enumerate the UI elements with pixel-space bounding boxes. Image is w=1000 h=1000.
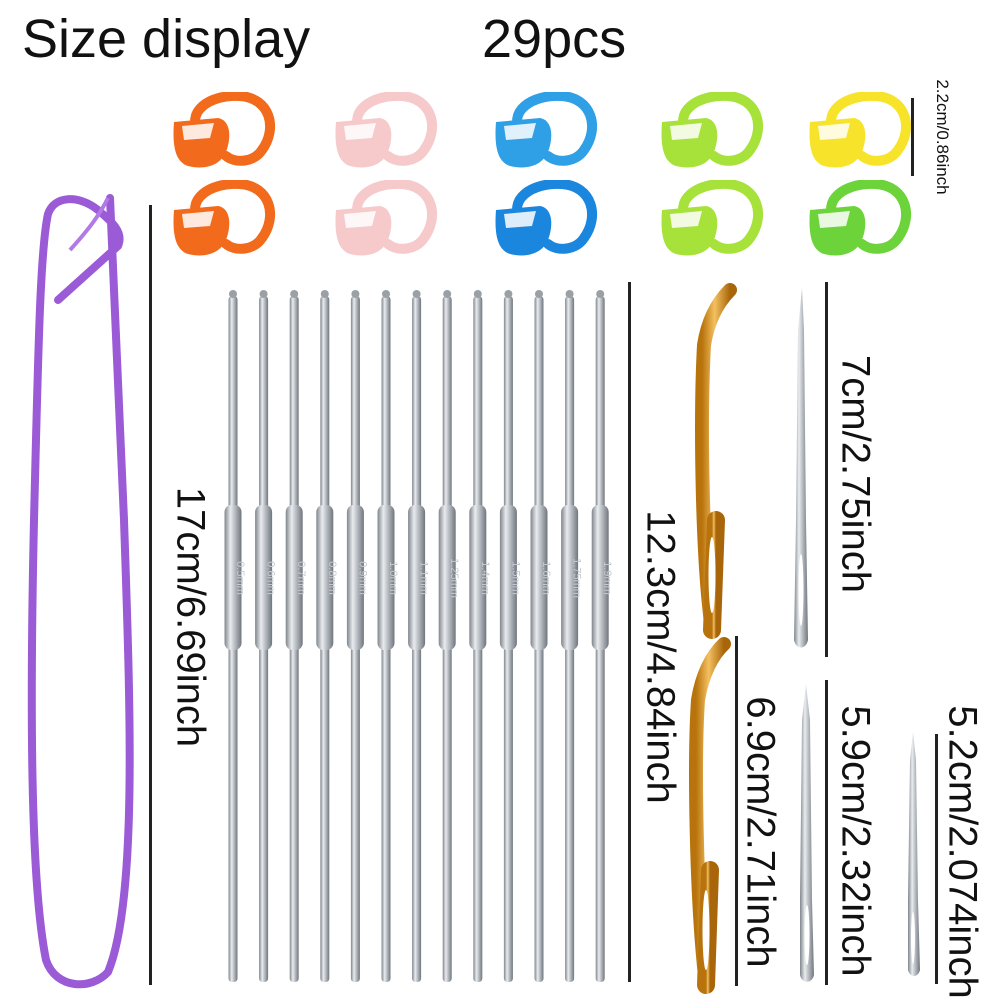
crochet-hook: 1.1mm — [408, 290, 430, 982]
stitch-marker — [174, 96, 271, 168]
needle-medium-dimension-line — [825, 680, 828, 985]
marker-size-label: 2.2cm/0.86inch — [933, 79, 952, 195]
crochet-hook-grip — [255, 505, 273, 650]
crochet-hook-tip — [565, 290, 574, 298]
bent-needle — [695, 283, 737, 639]
crochet-hook: 1.75mm — [561, 290, 583, 982]
crochet-hook-grip — [499, 505, 517, 650]
stitch-holder-size-label: 17cm/6.69inch — [168, 486, 213, 748]
crochet-hook-size-mark: 1.5mm — [509, 561, 521, 595]
crochet-hook: 1.4mm — [469, 290, 491, 982]
crochet-hook-tip — [412, 290, 421, 298]
crochet-hook-size-mark: 1.1mm — [418, 561, 430, 595]
crochet-hook-size-mark: 1.75mm — [571, 558, 583, 598]
crochet-hook-tip — [320, 290, 329, 298]
stitch-marker — [662, 184, 759, 256]
stitch-marker — [810, 96, 907, 168]
crochet-hooks: 0.5mm 0.6mm 0.7mm 0.8mm 0.9mm 1.0mm 1.1mm 1.25m… — [224, 290, 613, 982]
crochet-hook-grip — [346, 505, 364, 650]
crochet-hook-size-mark: 1.4mm — [479, 561, 491, 595]
stitch-marker — [336, 96, 433, 168]
stitch-holder-wire — [27, 194, 134, 989]
crochet-hook-tip — [596, 290, 605, 298]
stitch-marker — [336, 184, 433, 256]
crochet-hook-grip — [408, 505, 426, 650]
crochet-hook-size-mark: 0.8mm — [326, 561, 338, 595]
crochet-hook-size-mark: 0.7mm — [295, 561, 307, 595]
crochet-hook: 0.6mm — [255, 290, 277, 982]
stitch-holder-dimension-line — [149, 205, 152, 985]
crochet-hook-grip — [591, 505, 609, 650]
crochet-hook-tip — [504, 290, 513, 298]
crochet-hook-tip — [473, 290, 482, 298]
crochet-hook: 1.0mm — [377, 290, 399, 982]
crochet-hook-size-label: 12.3cm/4.84inch — [638, 510, 683, 804]
crochet-hook-tip — [382, 290, 390, 298]
crochet-hook: 1.25mm — [438, 290, 460, 982]
crochet-hook-grip — [469, 505, 487, 650]
crochet-hook-grip — [224, 505, 242, 650]
crochet-hook-grip — [530, 505, 548, 650]
crochet-hook-dimension-line — [628, 282, 631, 982]
piece-count: 29pcs — [482, 9, 627, 69]
crochet-hook: 0.9mm — [346, 290, 368, 982]
crochet-hook-size-mark: 1.25mm — [448, 558, 460, 598]
marker-dimension-line — [911, 98, 914, 176]
stitch-marker — [810, 184, 907, 256]
crochet-hook-grip — [285, 505, 303, 650]
needle-small-size-label: 5.2cm/2.074inch — [940, 705, 985, 999]
crochet-hook: 1.6mm — [530, 290, 552, 982]
crochet-hook: 0.8mm — [316, 290, 338, 982]
crochet-hook-size-mark: 1.6mm — [540, 561, 552, 595]
stitch-marker — [496, 184, 593, 256]
stitch-markers — [174, 96, 907, 256]
crochet-hook-size-mark: 0.6mm — [265, 561, 277, 595]
stitch-holder — [27, 194, 134, 989]
crochet-hook: 0.7mm — [285, 290, 307, 982]
needle-large-dimension-line — [825, 282, 828, 657]
crochet-hook-tip — [229, 290, 237, 298]
crochet-hook-size-mark: 1.0mm — [387, 561, 399, 595]
page-title: Size display — [22, 9, 311, 69]
crochet-hook-grip — [561, 505, 579, 650]
stitch-marker — [174, 184, 271, 256]
bent-needle — [689, 637, 731, 994]
straight-needle-large — [794, 288, 808, 648]
crochet-hook-grip — [316, 505, 334, 650]
crochet-hook-tip — [351, 290, 360, 298]
crochet-hook-size-mark: 0.9mm — [356, 561, 368, 595]
crochet-hook-tip — [535, 290, 543, 298]
stitch-marker — [662, 96, 759, 168]
crochet-hook-size-mark: 1.9mm — [601, 561, 613, 595]
bent-needle-size-label: 6.9cm/2.71inch — [738, 696, 783, 968]
needle-large-size-label: 7cm/2.75inch — [833, 355, 878, 593]
crochet-hook-tip — [290, 290, 299, 298]
needle-small-dimension-line — [935, 734, 938, 984]
needle-medium-size-label: 5.9cm/2.32inch — [833, 705, 878, 977]
crochet-hook: 0.5mm — [224, 290, 246, 982]
crochet-hook-grip — [377, 505, 395, 650]
crochet-hook-tip — [259, 290, 268, 298]
crochet-hook-size-mark: 0.5mm — [234, 561, 246, 595]
crochet-hook-tip — [443, 290, 452, 298]
bent-needle-dimension-line — [735, 636, 738, 986]
crochet-hook: 1.5mm — [499, 290, 521, 982]
straight-needle-small — [908, 732, 920, 976]
stitch-marker — [496, 96, 593, 168]
crochet-hook: 1.9mm — [591, 290, 613, 982]
crochet-hook-grip — [438, 505, 456, 650]
straight-needle-medium — [800, 684, 814, 982]
